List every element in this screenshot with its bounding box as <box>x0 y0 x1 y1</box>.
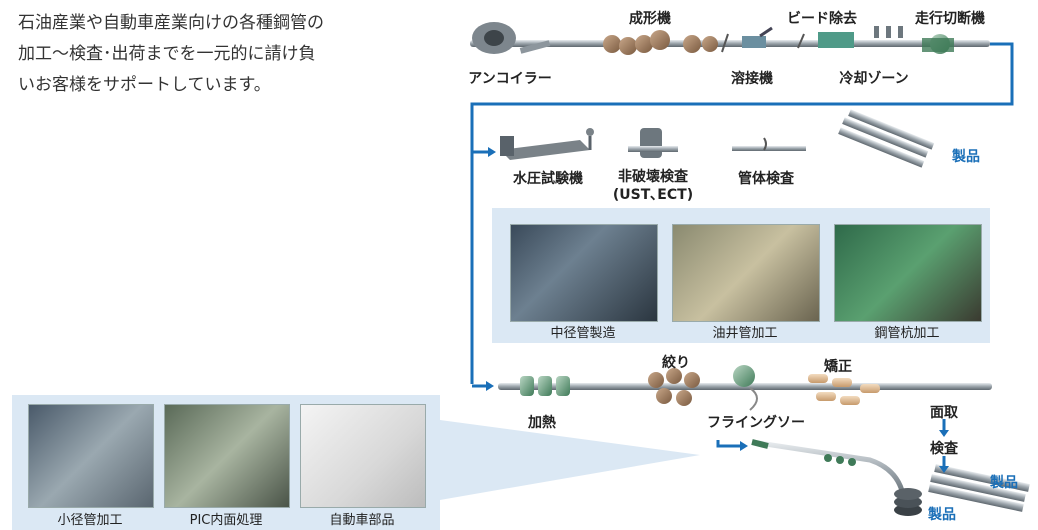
label-uncoiler: アンコイラー <box>468 71 552 87</box>
label-chamfer: 面取 <box>930 405 958 421</box>
photo-pic <box>164 404 290 508</box>
label-product-middle: 製品 <box>952 149 980 165</box>
caption-pile: 鋼管杭加工 <box>874 326 940 341</box>
cutoff-machine <box>922 34 954 54</box>
photo-small-pipe <box>28 404 154 508</box>
flow-line-1 <box>470 42 1014 384</box>
small-pipe-coil <box>751 439 922 516</box>
top-pipe <box>470 40 990 47</box>
label-forming: 成形機 <box>629 11 671 27</box>
label-body-inspection: 管体検査 <box>738 171 794 187</box>
caption-octg: 油井管加工 <box>712 326 778 341</box>
photo-auto-parts <box>300 404 426 508</box>
photo-octg <box>672 224 820 322</box>
caption-pic: PIC内面処理 <box>189 513 263 528</box>
caption-auto-parts: 自動車部品 <box>329 513 395 528</box>
label-cutoff: 走行切断機 <box>915 11 985 27</box>
label-flying-saw: フライングソー <box>707 415 805 431</box>
label-product-bottom-1: 製品 <box>990 475 1018 491</box>
photo-pile <box>834 224 982 322</box>
squeeze-rolls <box>648 368 700 406</box>
ndt-machine <box>628 128 678 158</box>
label-welding: 溶接機 <box>731 71 773 87</box>
intro-line-3: いお客様をサポートしています。 <box>18 75 271 95</box>
label-bead-removal: ビード除去 <box>787 11 857 27</box>
label-ndt-line2: (UST､ECT) <box>612 187 694 203</box>
hydro-test-machine <box>500 128 594 160</box>
label-squeeze: 絞り <box>662 355 690 371</box>
intro-line-1: 石油産業や自動車産業向けの各種鋼管の <box>18 13 324 33</box>
photo-medium-pipe <box>510 224 658 322</box>
label-heating: 加熱 <box>528 415 556 431</box>
bead-removal-device <box>797 32 854 49</box>
intro-text: 石油産業や自動車産業向けの各種鋼管の 加工～検査･出荷までを一元的に請け負 いお… <box>18 8 398 101</box>
label-hydro-test: 水圧試験機 <box>513 171 583 187</box>
caption-small-pipe: 小径管加工 <box>57 513 123 528</box>
intro-line-2: 加工～検査･出荷までを一元的に請け負 <box>18 44 316 64</box>
label-straighten: 矯正 <box>824 359 852 375</box>
label-ndt-line1: 非破壊検査 <box>618 169 688 185</box>
label-product-bottom-2: 製品 <box>928 507 956 523</box>
forming-rolls <box>603 30 718 55</box>
body-inspection-pipe <box>732 137 806 151</box>
label-cooling: 冷却ゾーン <box>839 71 909 87</box>
uncoiler-coil <box>472 22 551 54</box>
heating-coils <box>520 376 570 396</box>
straightening-rolls <box>808 374 880 405</box>
caption-medium-pipe: 中径管製造 <box>550 326 616 341</box>
panel-connector <box>440 420 700 500</box>
product-pipes-bottom <box>928 464 1030 512</box>
product-pipes-middle <box>838 109 935 168</box>
label-inspect: 検査 <box>930 441 958 457</box>
cooling-nozzles <box>874 26 903 38</box>
welding-device <box>721 26 773 53</box>
flow-arrow-3 <box>716 440 740 448</box>
flying-saw <box>733 365 758 411</box>
label-ndt: 非破壊検査 (UST､ECT) <box>613 168 693 204</box>
